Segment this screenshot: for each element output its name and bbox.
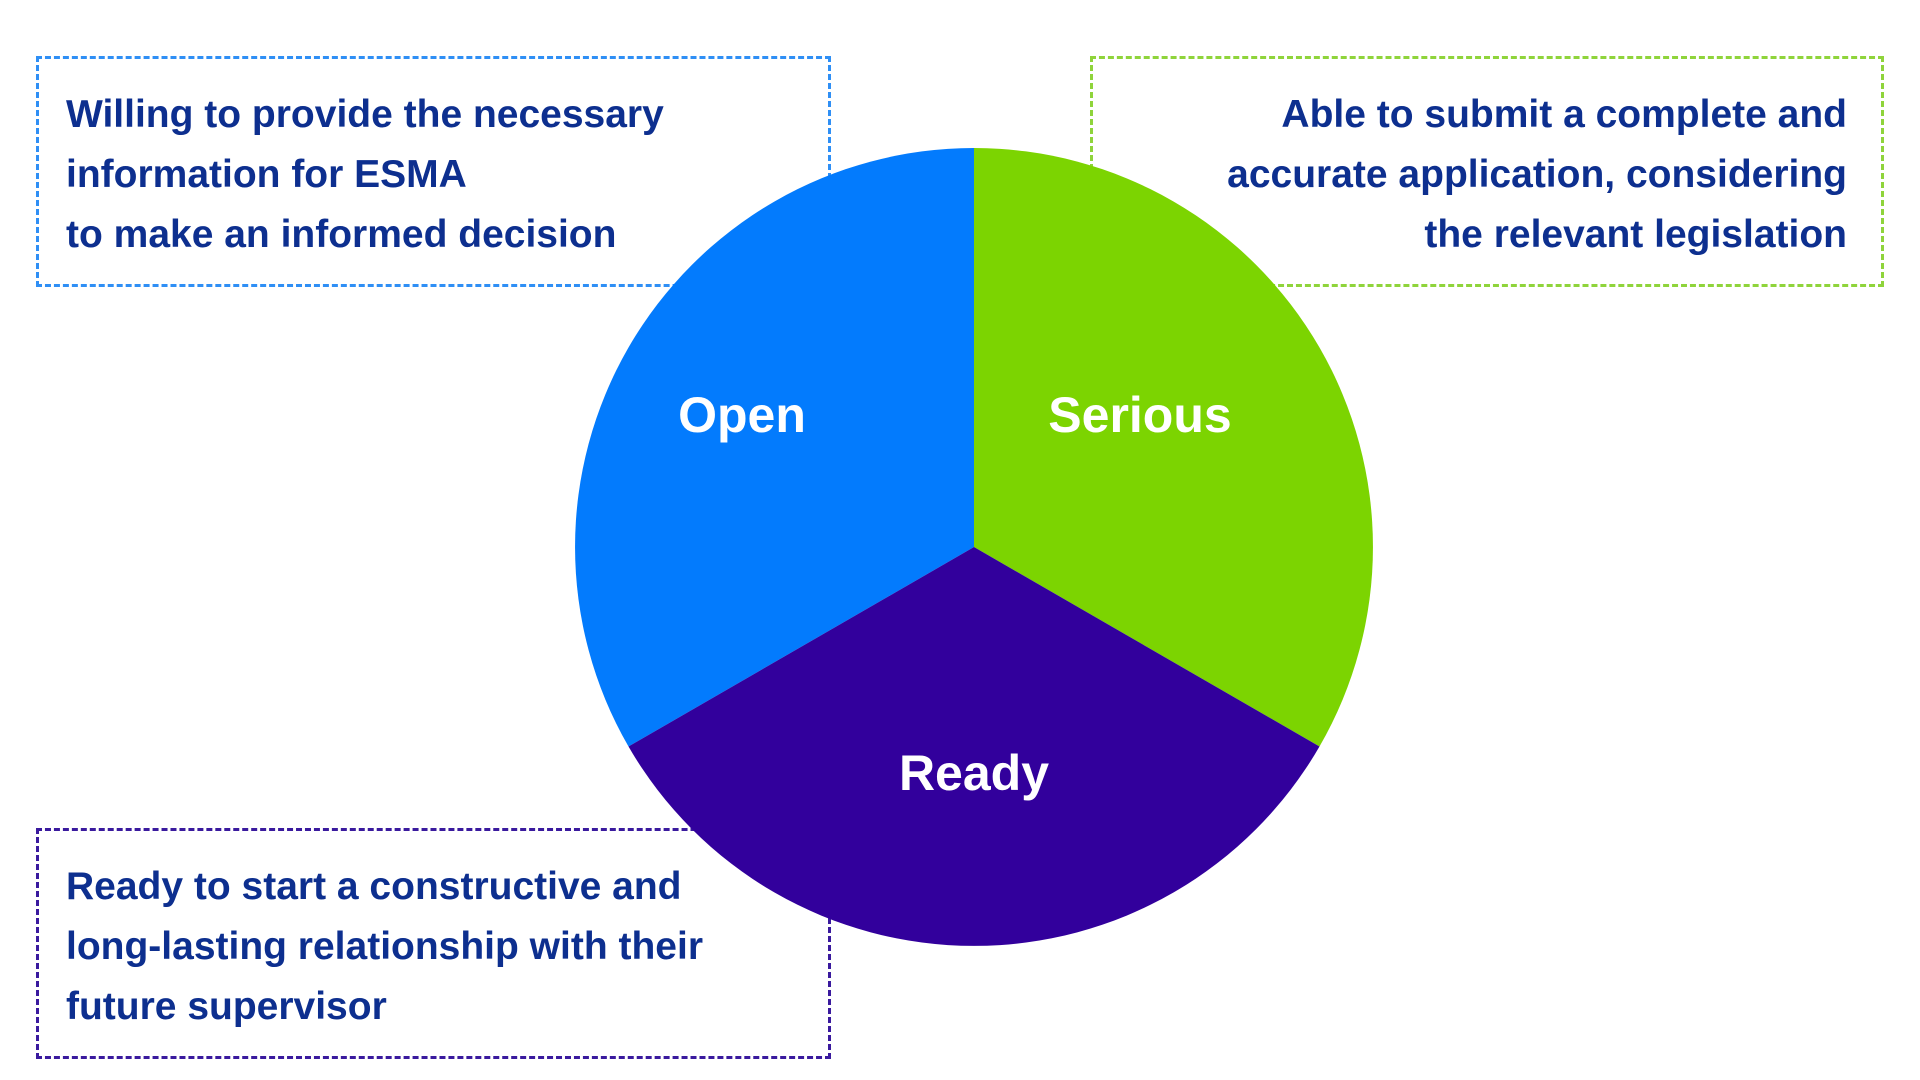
serious-description-line-3: the relevant legislation [1424,213,1847,256]
ready-segment [628,547,1320,946]
serious-description-line-2: accurate application, considering [1227,153,1847,196]
open-description-line-3: to make an informed decision [66,213,617,256]
serious-description-box: Able to submit a complete and accurate a… [1090,56,1884,287]
open-description-line-2: information for ESMA [66,153,467,196]
ready-description-line-3: future supervisor [66,985,387,1028]
serious-description-line-1: Able to submit a complete and [1281,93,1847,136]
ready-segment-label: Ready [899,745,1049,801]
open-segment-label: Open [678,387,806,443]
serious-segment-label: Serious [1048,387,1231,443]
open-segment [575,148,974,747]
ready-description-line-1: Ready to start a constructive and [66,865,682,908]
open-description-box: Willing to provide the necessary informa… [36,56,831,287]
open-description-line-1: Willing to provide the necessary [66,93,664,136]
serious-segment [974,148,1373,747]
ready-description-box: Ready to start a constructive and long-l… [36,828,831,1059]
ready-description-line-2: long-lasting relationship with their [66,925,704,968]
